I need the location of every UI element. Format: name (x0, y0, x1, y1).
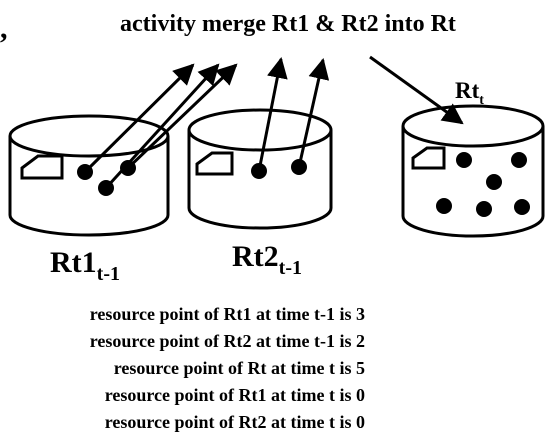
tank-rt (401, 104, 545, 238)
arrow-rt1-out (104, 63, 220, 190)
tank-rt1 (8, 114, 170, 237)
tank-rt-point (436, 198, 452, 214)
arrow-into-rt (369, 55, 464, 125)
arrow-rt2-out (297, 57, 330, 168)
stray-comma: , (0, 12, 8, 45)
tank-rt2-container-icon (195, 151, 234, 176)
arrow-rt1-out (126, 63, 238, 170)
caption-line: resource point of Rt at time t is 5 (114, 358, 365, 378)
caption-line: resource point of Rt1 at time t-1 is 3 (90, 304, 365, 324)
tank-rt2-top (187, 108, 333, 152)
captions: resource point of Rt1 at time t-1 is 3 r… (90, 304, 365, 432)
tank-rt-container-icon (411, 146, 446, 170)
diagram-title: activity merge Rt1 & Rt2 into Rt (120, 11, 456, 37)
tank-rt2 (187, 108, 333, 230)
tank-rt1-label: Rt1t-1 (50, 246, 120, 285)
tank-rt-point (511, 152, 527, 168)
tank-rt-point (486, 174, 502, 190)
caption-line: resource point of Rt1 at time t is 0 (105, 385, 365, 405)
tank-rt-point (514, 199, 530, 215)
tank-rt-subscript: t (479, 93, 484, 108)
tank-rt-top (401, 104, 545, 148)
tank-rt2-label: Rt2t-1 (232, 240, 302, 279)
tank-rt1-container-icon (20, 154, 64, 180)
arrows (83, 55, 464, 190)
arrow-rt2-out (257, 56, 288, 172)
arrow-rt1-out (83, 63, 195, 174)
tank-rt-label: Rtt (455, 78, 484, 108)
caption-line: resource point of Rt2 at time t-1 is 2 (90, 331, 365, 351)
tank-rt2-subscript: t-1 (279, 257, 302, 279)
caption-line: resource point of Rt2 at time t is 0 (105, 412, 365, 432)
tank-rt1-subscript: t-1 (97, 263, 120, 285)
tank-rt-point (456, 152, 472, 168)
tank-rt1-top (8, 114, 170, 158)
tank-rt-point (476, 201, 492, 217)
